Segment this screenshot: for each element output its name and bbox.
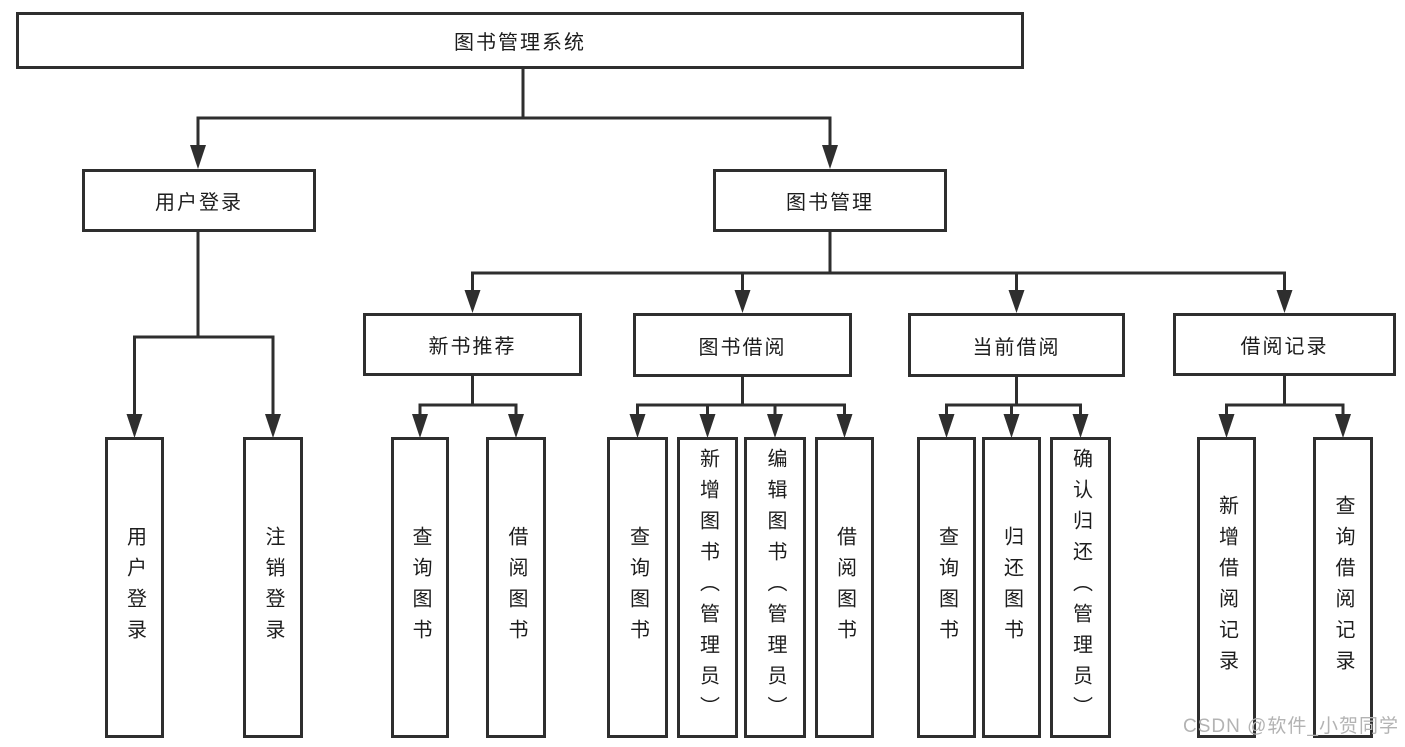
leaf-query-borrow-record-label: 查询借阅记录 <box>1332 494 1354 681</box>
leaf-borrow-books-recommend: 借阅图书 <box>486 437 546 738</box>
leaf-query-books-current: 查询图书 <box>917 437 976 738</box>
leaf-edit-book-admin-label: 编辑图书（管理员） <box>764 448 786 727</box>
node-borrowing-records: 借阅记录 <box>1173 313 1396 376</box>
leaf-borrow-books-recommend-label: 借阅图书 <box>505 525 527 650</box>
node-new-book-recommend: 新书推荐 <box>363 313 582 376</box>
leaf-query-books-recommend: 查询图书 <box>391 437 449 738</box>
leaf-add-book-admin-label: 新增图书（管理员） <box>696 448 719 727</box>
node-book-management: 图书管理 <box>713 169 947 232</box>
node-library-management-system: 图书管理系统 <box>16 12 1024 69</box>
leaf-query-borrow-record: 查询借阅记录 <box>1313 437 1373 738</box>
leaf-user-login-label: 用户登录 <box>123 525 146 650</box>
leaf-query-books-borrowing: 查询图书 <box>607 437 668 738</box>
arrowheads <box>126 145 1351 438</box>
node-book-borrowing: 图书借阅 <box>633 313 852 377</box>
leaf-logout-label: 注销登录 <box>262 525 284 650</box>
leaf-borrow-books: 借阅图书 <box>815 437 874 738</box>
leaf-add-borrow-record: 新增借阅记录 <box>1197 437 1256 738</box>
leaf-add-borrow-record-label: 新增借阅记录 <box>1215 494 1238 681</box>
leaf-return-books-label: 归还图书 <box>1000 525 1023 650</box>
leaf-edit-book-admin: 编辑图书（管理员） <box>744 437 806 738</box>
leaf-query-books-recommend-label: 查询图书 <box>409 525 431 650</box>
csdn-watermark: CSDN @软件_小贺同学 <box>1183 716 1399 737</box>
leaf-return-books: 归还图书 <box>982 437 1041 738</box>
leaf-user-login: 用户登录 <box>105 437 164 738</box>
node-user-login: 用户登录 <box>82 169 316 232</box>
leaf-query-books-current-label: 查询图书 <box>935 525 958 650</box>
leaf-confirm-return-admin-label: 确认归还（管理员） <box>1069 448 1092 727</box>
leaf-logout: 注销登录 <box>243 437 303 738</box>
leaf-query-books-borrowing-label: 查询图书 <box>626 525 649 650</box>
node-current-borrowing: 当前借阅 <box>908 313 1125 377</box>
leaf-add-book-admin: 新增图书（管理员） <box>677 437 738 738</box>
leaf-confirm-return-admin: 确认归还（管理员） <box>1050 437 1111 738</box>
leaf-borrow-books-label: 借阅图书 <box>833 525 856 650</box>
